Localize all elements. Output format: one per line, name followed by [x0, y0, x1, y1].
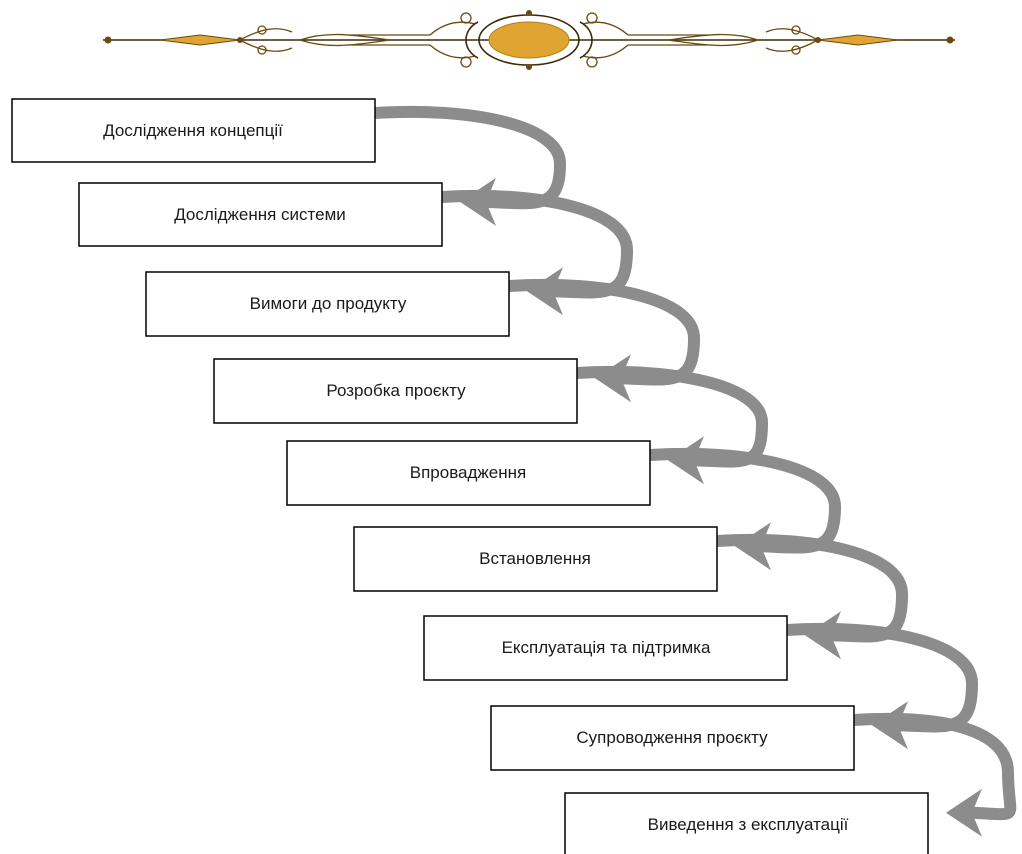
stage-label: Вимоги до продукту [250, 294, 407, 313]
stage-box-frame [78, 182, 443, 247]
divider-ornament [103, 10, 955, 70]
stage-box-frame [11, 98, 376, 163]
ornament-gold-oval [488, 21, 570, 59]
stage-box: Вимоги до продукту [145, 271, 510, 337]
ornament-dot [526, 64, 532, 70]
ornament-dot [946, 36, 954, 44]
connector-arrows [374, 105, 1017, 837]
stage-label: Супроводження проєкту [576, 728, 768, 747]
stage-label: Виведення з експлуатації [648, 815, 849, 834]
stage-box-frame [490, 705, 855, 771]
stage-label: Експлуатація та підтримка [502, 638, 711, 657]
stage-box: Дослідження концепції [11, 98, 376, 163]
stage-label: Дослідження концепції [103, 121, 283, 140]
stage-box: Виведення з експлуатації [564, 792, 929, 854]
stage-box: Розробка проєкту [213, 358, 578, 424]
stage-box-frame [213, 358, 578, 424]
ornament-dot [526, 10, 532, 16]
stage-box: Встановлення [353, 526, 718, 592]
ornament-swirls-right [582, 12, 819, 68]
stage-box: Експлуатація та підтримка [423, 615, 788, 681]
stage-box-frame [564, 792, 929, 854]
stage-label: Розробка проєкту [326, 381, 466, 400]
ornament-dot [104, 36, 112, 44]
stage-box-frame [353, 526, 718, 592]
ornament-swirls-left [239, 12, 476, 68]
stage-box-frame [286, 440, 651, 506]
stage-label: Дослідження системи [174, 205, 346, 224]
connector-arrow [853, 712, 1017, 821]
stage-box-frame [423, 615, 788, 681]
ornament-lozenge [159, 34, 241, 46]
arrow-head [946, 788, 982, 837]
stage-box-frame [145, 271, 510, 337]
stage-label: Впровадження [410, 463, 526, 482]
stage-boxes: Дослідження концепції Дослідження систем… [11, 98, 929, 854]
stage-box: Впровадження [286, 440, 651, 506]
ornament-lozenge [817, 34, 899, 46]
stage-label: Встановлення [479, 549, 591, 568]
stage-box: Супроводження проєкту [490, 705, 855, 771]
stage-box: Дослідження системи [78, 182, 443, 247]
